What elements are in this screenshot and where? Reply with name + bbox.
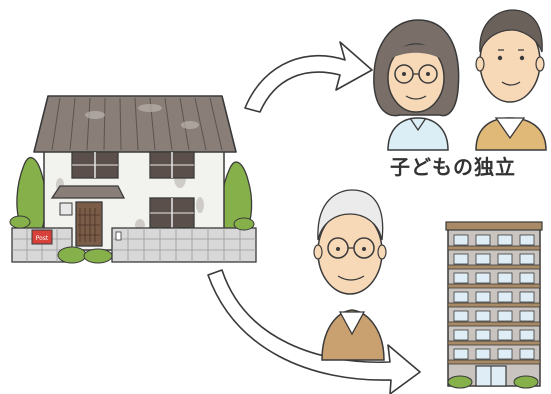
building-window (519, 310, 535, 322)
building-window (497, 253, 513, 265)
building-balcony (447, 245, 541, 251)
building-balcony (447, 264, 541, 270)
building-window (453, 329, 469, 341)
elder-icon (313, 189, 387, 361)
building-balcony (447, 359, 541, 365)
building-window (453, 291, 469, 303)
building-window (519, 272, 535, 284)
right-fence (111, 227, 257, 263)
building-window (497, 348, 513, 360)
building-floors (447, 234, 541, 365)
mailbox-label: Post (36, 235, 49, 242)
building-window (519, 291, 535, 303)
building-window (475, 310, 491, 322)
building-window (497, 329, 513, 341)
entrance-small-window (59, 202, 73, 216)
building-balcony (447, 302, 541, 308)
woman-figure (373, 19, 460, 151)
building-window (453, 253, 469, 265)
building-window (475, 272, 491, 284)
building-window (497, 291, 513, 303)
couple-icon (373, 9, 547, 151)
building-window (453, 348, 469, 360)
arrow-to-couple-icon (244, 41, 373, 113)
building-window (475, 329, 491, 341)
arrow-to-apartment-icon (207, 269, 421, 394)
upper-left-window (71, 151, 119, 179)
man-figure (475, 9, 547, 151)
building-window (497, 234, 513, 246)
front-shrubs (9, 215, 255, 264)
lower-right-window (149, 197, 195, 229)
building-window (475, 348, 491, 360)
building-balcony (447, 340, 541, 346)
building-window (475, 291, 491, 303)
apartment-building-icon (445, 221, 543, 389)
house-icon: Post (9, 95, 257, 264)
building-window (519, 234, 535, 246)
building-window (453, 272, 469, 284)
intercom-icon (115, 231, 122, 241)
entrance-canopy (50, 185, 126, 199)
building-window (475, 234, 491, 246)
mailbox-icon: Post (31, 229, 53, 245)
building-window (519, 253, 535, 265)
front-door (75, 201, 103, 247)
building-balcony (447, 321, 541, 327)
building-window (519, 329, 535, 341)
building-window (475, 253, 491, 265)
building-balcony (447, 283, 541, 289)
building-window (519, 348, 535, 360)
caption-children-independence: 子どもの独立 (390, 155, 516, 179)
upper-right-window (149, 151, 195, 179)
building-window (497, 310, 513, 322)
building-window (453, 234, 469, 246)
house-roof (33, 95, 237, 153)
building-window (497, 272, 513, 284)
building-window (453, 310, 469, 322)
